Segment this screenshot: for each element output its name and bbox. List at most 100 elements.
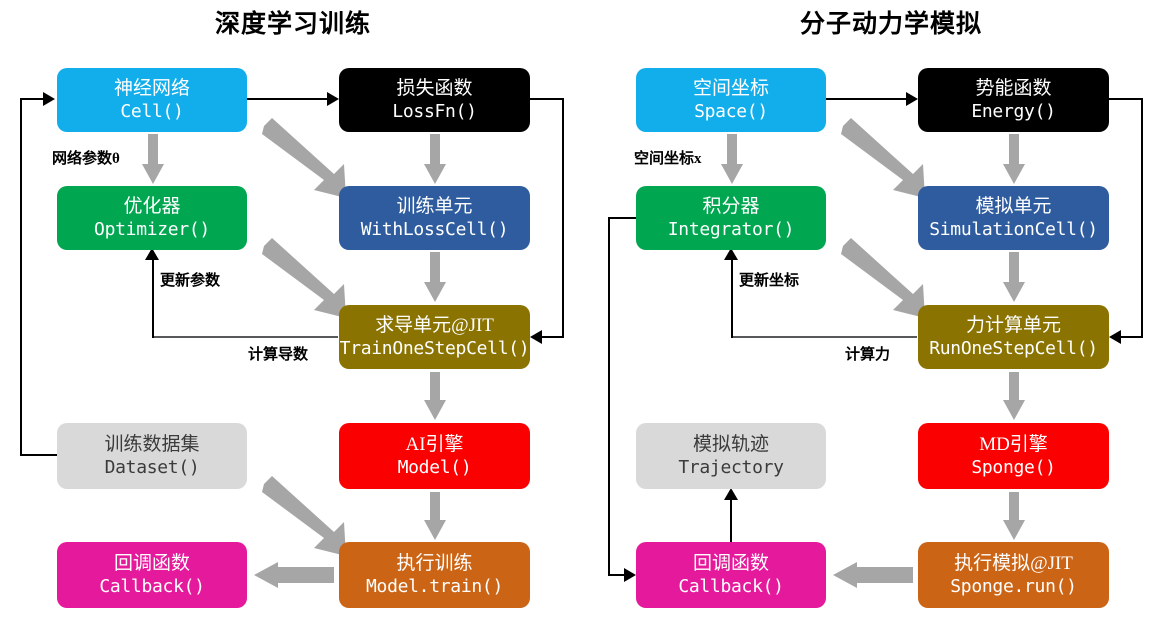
node-dataset-cn: 训练数据集 xyxy=(104,434,200,456)
node-cell[interactable]: 神经网络 Cell() xyxy=(57,68,247,132)
arrowhead-integrator-in xyxy=(724,248,738,260)
node-space-en: Space() xyxy=(694,100,768,122)
node-simulationcell-cn: 模拟单元 xyxy=(975,196,1052,218)
node-space[interactable]: 空间坐标 Space() xyxy=(636,68,826,132)
connector-loop-to-cell xyxy=(20,98,45,100)
edge-label-compute-grad: 计算导数 xyxy=(248,347,309,363)
node-energy[interactable]: 势能函数 Energy() xyxy=(918,68,1109,132)
grey-arrow-trainonestep-to-model xyxy=(424,372,446,420)
node-model[interactable]: AI引擎 Model() xyxy=(339,423,530,489)
connector-into-trainonestep xyxy=(542,336,564,338)
node-spongerun[interactable]: 执行模拟@JIT Sponge.run() xyxy=(918,542,1109,608)
grey-arrow-modeltrain-to-callback xyxy=(254,562,334,588)
node-trainonestepcell-en: TrainOneStepCell() xyxy=(339,337,530,359)
node-simulationcell-en: SimulationCell() xyxy=(929,218,1098,240)
node-model-cn: AI引擎 xyxy=(405,434,464,456)
node-integrator-cn: 积分器 xyxy=(702,196,760,218)
connector-force-vertical xyxy=(731,258,733,338)
edge-label-update-params: 更新参数 xyxy=(160,273,221,289)
grey-arrow-integrator-to-runonestep xyxy=(827,238,937,320)
node-sponge[interactable]: MD引擎 Sponge() xyxy=(918,423,1109,489)
connector-right-loop-down xyxy=(608,217,610,575)
grey-arrow-cell-to-optimizer xyxy=(142,134,164,184)
grey-arrow-model-to-modeltrain xyxy=(424,492,446,540)
node-integrator[interactable]: 积分器 Integrator() xyxy=(636,186,826,250)
node-runonestepcell[interactable]: 力计算单元 RunOneStepCell() xyxy=(918,305,1109,369)
panel-title-right: 分子动力学模拟 xyxy=(799,11,982,38)
node-callback-right-en: Callback() xyxy=(678,575,784,597)
node-simulationcell[interactable]: 模拟单元 SimulationCell() xyxy=(918,186,1109,250)
grey-arrow-lossfn-to-withloss xyxy=(424,134,446,184)
arrowhead-lossfn-in xyxy=(327,92,339,106)
edge-label-compute-force: 计算力 xyxy=(845,347,891,363)
node-cell-cn: 神经网络 xyxy=(113,78,190,100)
grey-arrow-sponge-to-spongerun xyxy=(1003,492,1025,540)
arrowhead-trajectory-in xyxy=(724,488,738,500)
node-cell-en: Cell() xyxy=(120,100,184,122)
node-optimizer[interactable]: 优化器 Optimizer() xyxy=(57,186,247,250)
edge-label-network-params: 网络参数θ xyxy=(52,151,120,167)
grey-arrow-space-to-simcell xyxy=(827,118,937,200)
node-trajectory[interactable]: 模拟轨迹 Trajectory xyxy=(636,423,826,489)
grey-arrow-runonestep-to-sponge xyxy=(1003,372,1025,420)
node-dataset-en: Dataset() xyxy=(104,456,200,478)
panel-title-left: 深度学习训练 xyxy=(214,11,371,38)
node-spongerun-en: Sponge.run() xyxy=(950,575,1077,597)
node-dataset[interactable]: 训练数据集 Dataset() xyxy=(57,423,247,489)
node-integrator-en: Integrator() xyxy=(667,218,795,240)
connector-energy-right xyxy=(1109,98,1143,100)
node-callback-left-en: Callback() xyxy=(99,575,205,597)
node-sponge-cn: MD引擎 xyxy=(979,434,1048,456)
node-runonestepcell-en: RunOneStepCell() xyxy=(929,337,1098,359)
node-modeltrain-en: Model.train() xyxy=(366,575,503,597)
node-sponge-en: Sponge() xyxy=(971,456,1056,478)
connector-callback-to-trajectory xyxy=(730,498,732,544)
grey-arrow-space-to-integrator xyxy=(721,134,743,184)
node-optimizer-en: Optimizer() xyxy=(94,218,210,240)
grey-arrow-energy-to-simcell xyxy=(1003,134,1025,184)
node-callback-right-cn: 回调函数 xyxy=(692,553,769,575)
connector-lossfn-down xyxy=(562,98,564,337)
connector-grad-horizontal xyxy=(152,336,338,338)
node-trajectory-en: Trajectory xyxy=(678,456,784,478)
node-trajectory-cn: 模拟轨迹 xyxy=(692,434,769,456)
arrowhead-optimizer-in xyxy=(145,248,159,260)
connector-energy-down xyxy=(1141,98,1143,337)
connector-loop-to-callback xyxy=(608,574,626,576)
node-runonestepcell-cn: 力计算单元 xyxy=(965,315,1061,337)
node-withlosscell-en: WithLossCell() xyxy=(360,218,509,240)
node-lossfn[interactable]: 损失函数 LossFn() xyxy=(339,68,530,132)
node-withlosscell[interactable]: 训练单元 WithLossCell() xyxy=(339,186,530,250)
connector-dataset-left xyxy=(20,454,58,456)
node-withlosscell-cn: 训练单元 xyxy=(396,196,473,218)
edge-label-space-coords: 空间坐标x xyxy=(634,151,702,167)
node-space-cn: 空间坐标 xyxy=(692,78,769,100)
connector-grad-vertical xyxy=(152,258,154,338)
node-modeltrain-cn: 执行训练 xyxy=(396,553,473,575)
grey-arrow-optimizer-to-trainonestep xyxy=(248,238,358,320)
grey-arrow-cell-to-withloss xyxy=(248,118,358,200)
node-energy-en: Energy() xyxy=(971,100,1056,122)
arrowhead-runonestep-in xyxy=(1109,330,1121,344)
connector-loop-up xyxy=(20,98,22,456)
arrowhead-cell-in xyxy=(43,92,55,106)
connector-force-horizontal xyxy=(731,336,917,338)
grey-arrow-dataset-to-modeltrain xyxy=(248,476,358,568)
node-lossfn-en: LossFn() xyxy=(392,100,477,122)
grey-arrow-spongerun-to-callback xyxy=(833,562,913,588)
node-model-en: Model() xyxy=(397,456,472,478)
node-callback-left[interactable]: 回调函数 Callback() xyxy=(57,542,247,608)
connector-lossfn-right xyxy=(530,98,564,100)
node-energy-cn: 势能函数 xyxy=(975,78,1052,100)
node-lossfn-cn: 损失函数 xyxy=(396,78,473,100)
node-spongerun-cn: 执行模拟@JIT xyxy=(954,553,1073,575)
edge-label-update-coords: 更新坐标 xyxy=(739,273,800,289)
grey-arrow-simcell-to-runonestep xyxy=(1003,252,1025,302)
node-callback-left-cn: 回调函数 xyxy=(113,553,190,575)
node-callback-right[interactable]: 回调函数 Callback() xyxy=(636,542,826,608)
connector-space-to-energy xyxy=(826,98,908,100)
node-trainonestepcell[interactable]: 求导单元@JIT TrainOneStepCell() xyxy=(339,305,530,369)
arrowhead-callback-right-in xyxy=(624,568,636,582)
node-modeltrain[interactable]: 执行训练 Model.train() xyxy=(339,542,530,608)
